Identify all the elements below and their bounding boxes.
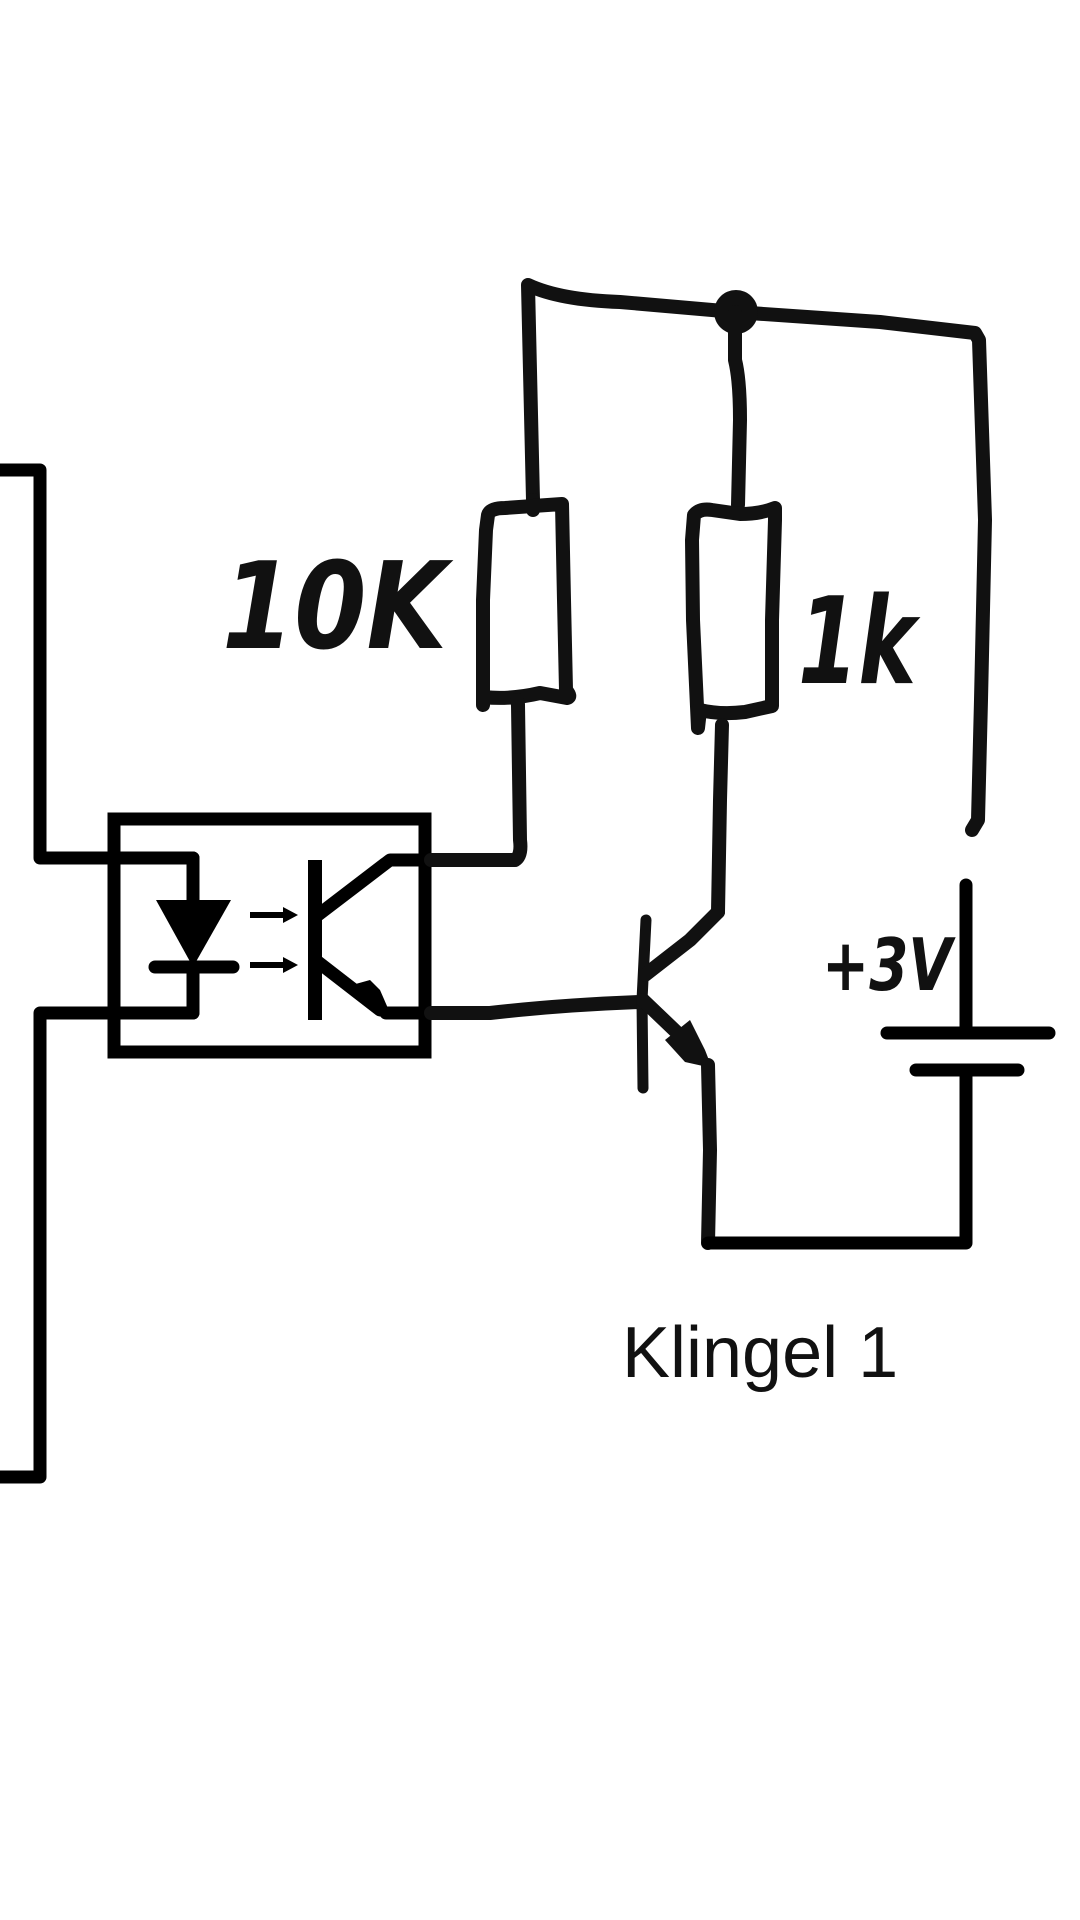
resistor-10k-label: 10K (222, 538, 454, 677)
light-arrows-icon (250, 907, 298, 973)
label-10k: 10K (222, 538, 454, 677)
supply-rail (521, 278, 992, 837)
resistor-10k (476, 493, 577, 712)
optocoupler (107, 812, 438, 1059)
wire-emitter-to-base (424, 995, 647, 1020)
led-icon (148, 851, 240, 1020)
input-wire-bottom (0, 1006, 200, 1484)
npn-transistor-icon (636, 905, 725, 1250)
resistor-1k-label: 1k (798, 573, 920, 712)
wire-collector-to-10k (424, 698, 528, 867)
battery-icon (880, 878, 1056, 1077)
phototransistor-icon (308, 853, 438, 1020)
label-1k: 1k (798, 573, 920, 712)
input-wire-top (0, 463, 200, 865)
optocoupler-housing (107, 812, 432, 1059)
diagram-caption: Klingel 1 (622, 1313, 899, 1393)
wire-ground-return (701, 1063, 973, 1250)
battery-voltage-label: +3V (822, 923, 956, 1007)
resistor-1k (685, 305, 782, 919)
